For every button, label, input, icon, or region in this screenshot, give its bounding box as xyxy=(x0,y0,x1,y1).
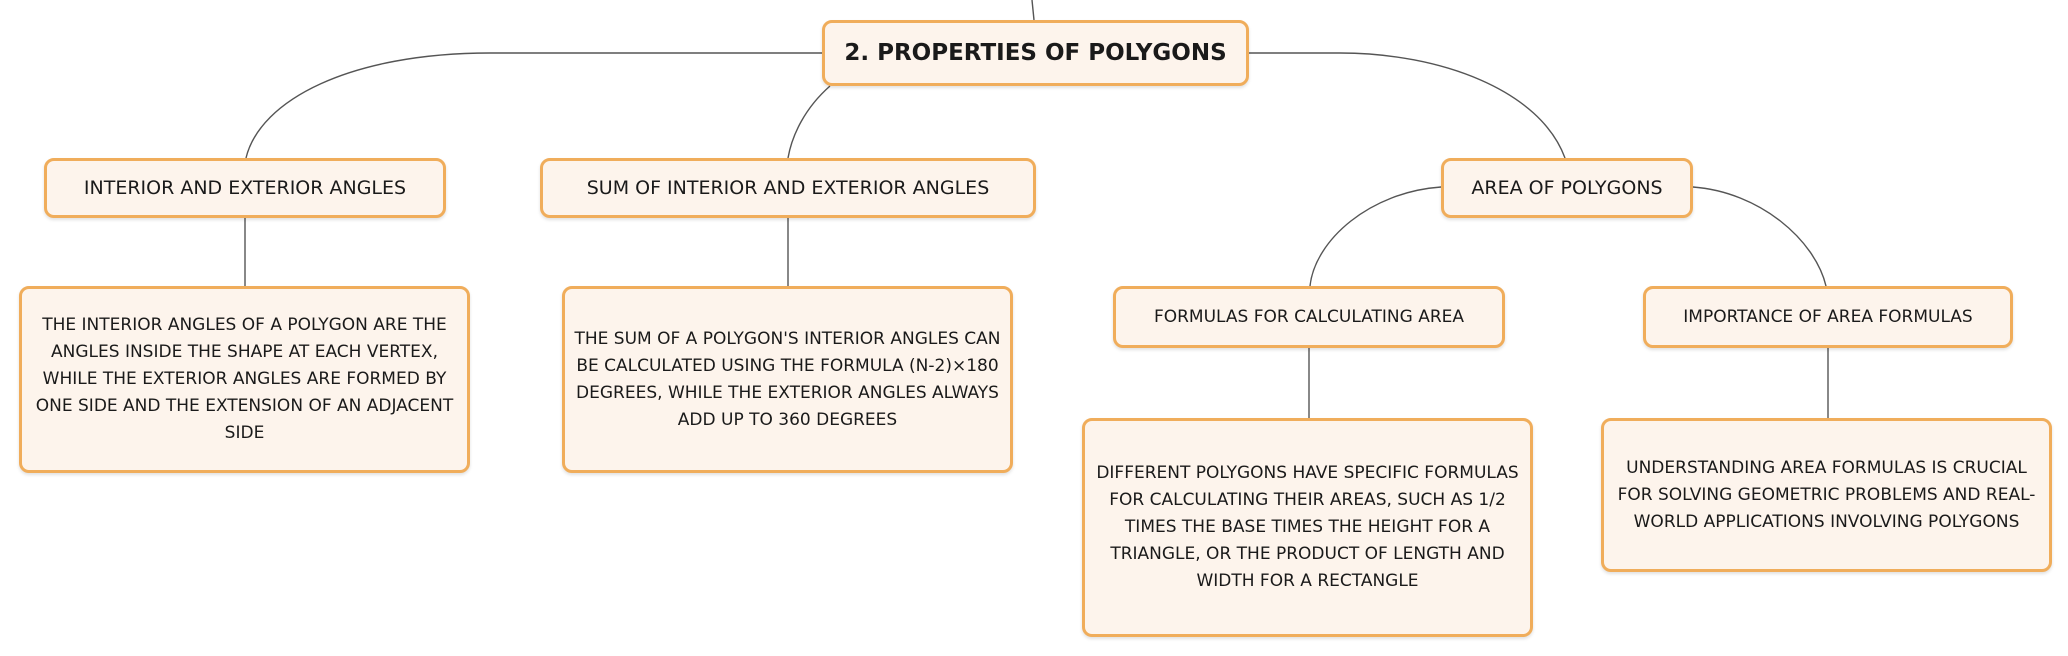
detail-sum-of-angles-text: THE SUM OF A POLYGON'S INTERIOR ANGLES C… xyxy=(574,328,1001,430)
topic-area-label: AREA OF POLYGONS xyxy=(1471,177,1663,199)
detail-importance-of-area-formulas[interactable]: UNDERSTANDING AREA FORMULAS IS CRUCIAL F… xyxy=(1601,418,2052,572)
topic-sum-of-angles[interactable]: SUM OF INTERIOR AND EXTERIOR ANGLES xyxy=(540,158,1036,218)
detail-importance-text: UNDERSTANDING AREA FORMULAS IS CRUCIAL F… xyxy=(1617,457,2036,532)
topic-sum-of-angles-label: SUM OF INTERIOR AND EXTERIOR ANGLES xyxy=(586,177,990,199)
root-label: 2. PROPERTIES OF POLYGONS xyxy=(844,40,1227,66)
topic-area-of-polygons[interactable]: AREA OF POLYGONS xyxy=(1441,158,1693,218)
subtopic-importance-of-area-formulas[interactable]: IMPORTANCE OF AREA FORMULAS xyxy=(1643,286,2013,348)
connector-root-area xyxy=(1249,52,1566,159)
detail-interior-exterior-angles[interactable]: THE INTERIOR ANGLES OF A POLYGON ARE THE… xyxy=(19,286,470,473)
connector-area-importance xyxy=(1692,186,1827,287)
subtopic-formulas-label: FORMULAS FOR CALCULATING AREA xyxy=(1153,307,1465,327)
connector-root-sum-angles xyxy=(787,85,831,159)
connector-root-interior-exterior xyxy=(245,52,822,159)
root-node[interactable]: 2. PROPERTIES OF POLYGONS xyxy=(822,20,1249,86)
connector-parent-root xyxy=(1031,0,1035,21)
topic-interior-exterior-label: INTERIOR AND EXTERIOR ANGLES xyxy=(83,177,407,199)
subtopic-formulas-for-area[interactable]: FORMULAS FOR CALCULATING AREA xyxy=(1113,286,1505,348)
detail-sum-of-angles[interactable]: THE SUM OF A POLYGON'S INTERIOR ANGLES C… xyxy=(562,286,1013,473)
detail-formulas-for-area[interactable]: DIFFERENT POLYGONS HAVE SPECIFIC FORMULA… xyxy=(1082,418,1533,637)
connector-area-formulas xyxy=(1309,186,1442,287)
detail-interior-exterior-text: THE INTERIOR ANGLES OF A POLYGON ARE THE… xyxy=(35,315,454,443)
topic-interior-exterior-angles[interactable]: INTERIOR AND EXTERIOR ANGLES xyxy=(44,158,446,218)
detail-formulas-text: DIFFERENT POLYGONS HAVE SPECIFIC FORMULA… xyxy=(1096,463,1519,591)
subtopic-importance-label: IMPORTANCE OF AREA FORMULAS xyxy=(1683,307,1973,327)
